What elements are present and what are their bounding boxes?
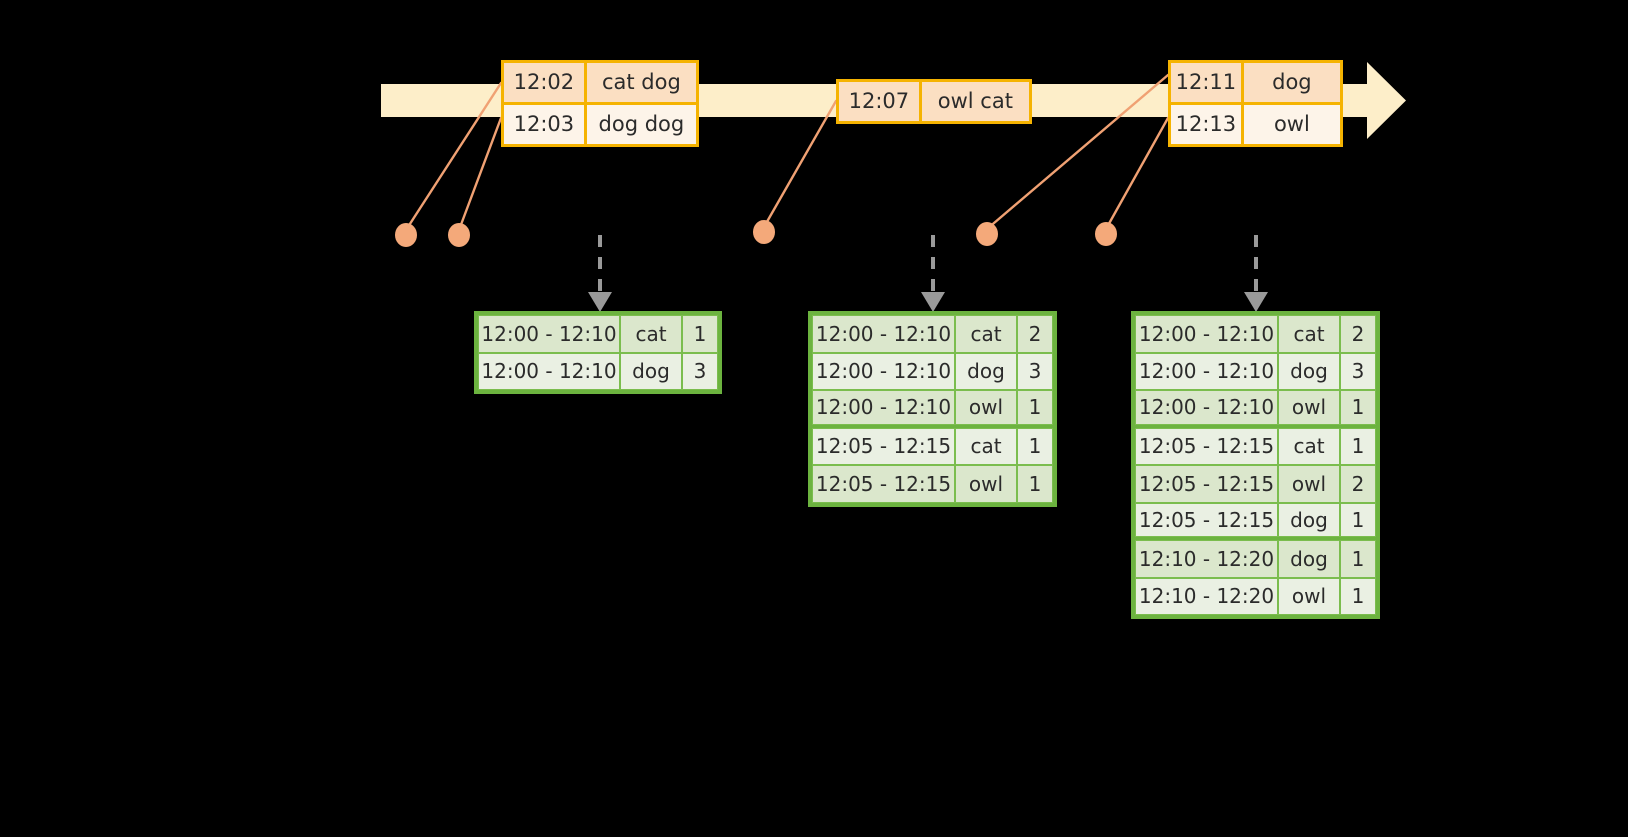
window-cell: 12:00 - 12:10 <box>812 315 955 353</box>
window-cell: 12:00 - 12:10 <box>812 390 955 425</box>
count-cell: 1 <box>1340 390 1376 425</box>
count-cell: 1 <box>1340 577 1376 615</box>
event-words: dog <box>1243 63 1340 102</box>
event-box-3: 12:11 dog 12:13 owl <box>1168 60 1343 147</box>
count-cell: 3 <box>1017 352 1053 390</box>
count-cell: 1 <box>1017 427 1053 465</box>
event-row: 12:11 dog <box>1171 63 1340 102</box>
count-cell: 1 <box>1340 427 1376 465</box>
key-cell: dog <box>1278 352 1340 390</box>
key-cell: dog <box>955 352 1017 390</box>
window-cell: 12:00 - 12:10 <box>478 352 620 390</box>
event-time: 12:03 <box>504 105 587 144</box>
event-time: 12:11 <box>1171 63 1244 102</box>
event-dot <box>448 223 470 247</box>
event-row: 12:13 owl <box>1171 102 1340 144</box>
count-cell: 2 <box>1340 465 1376 503</box>
count-cell: 1 <box>1017 390 1053 425</box>
window-cell: 12:05 - 12:15 <box>812 465 955 503</box>
event-time: 12:02 <box>504 63 587 102</box>
event-row: 12:03 dog dog <box>504 102 696 144</box>
count-cell: 1 <box>682 315 718 353</box>
event-row: 12:02 cat dog <box>504 63 696 102</box>
window-cell: 12:05 - 12:15 <box>812 427 955 465</box>
key-cell: cat <box>955 315 1017 353</box>
key-cell: cat <box>955 427 1017 465</box>
window-cell: 12:00 - 12:10 <box>478 315 620 353</box>
key-cell: owl <box>1278 465 1340 503</box>
window-cell: 12:05 - 12:15 <box>1135 465 1278 503</box>
key-cell: cat <box>620 315 682 353</box>
event-time: 12:13 <box>1171 105 1244 144</box>
count-cell: 1 <box>1017 465 1053 503</box>
window-cell: 12:00 - 12:10 <box>812 352 955 390</box>
count-cell: 2 <box>1017 315 1053 353</box>
key-cell: owl <box>1278 390 1340 425</box>
event-words: dog dog <box>586 105 696 144</box>
key-cell: owl <box>955 465 1017 503</box>
key-cell: cat <box>1278 315 1340 353</box>
key-cell: cat <box>1278 427 1340 465</box>
count-cell: 2 <box>1340 315 1376 353</box>
event-words: cat dog <box>586 63 696 102</box>
window-cell: 12:05 - 12:15 <box>1135 502 1278 537</box>
event-dot <box>1095 222 1117 246</box>
count-cell: 3 <box>1340 352 1376 390</box>
event-box-1: 12:02 cat dog 12:03 dog dog <box>501 60 699 147</box>
count-cell: 1 <box>1340 540 1376 578</box>
event-words: owl cat <box>921 82 1029 121</box>
event-row: 12:07 owl cat <box>839 82 1029 121</box>
count-cell: 1 <box>1340 502 1376 537</box>
window-cell: 12:00 - 12:10 <box>1135 352 1278 390</box>
key-cell: owl <box>1278 577 1340 615</box>
emit-arrows <box>588 235 1268 312</box>
key-cell: dog <box>1278 502 1340 537</box>
event-dot <box>395 223 417 247</box>
window-cell: 12:10 - 12:20 <box>1135 577 1278 615</box>
key-cell: dog <box>620 352 682 390</box>
window-cell: 12:10 - 12:20 <box>1135 540 1278 578</box>
key-cell: owl <box>955 390 1017 425</box>
window-cell: 12:00 - 12:10 <box>1135 315 1278 353</box>
event-dots <box>395 220 1117 247</box>
event-box-2: 12:07 owl cat <box>836 79 1032 124</box>
event-time: 12:07 <box>839 82 922 121</box>
event-words: owl <box>1243 105 1340 144</box>
event-dot <box>976 222 998 246</box>
key-cell: dog <box>1278 540 1340 578</box>
window-cell: 12:05 - 12:15 <box>1135 427 1278 465</box>
count-cell: 3 <box>682 352 718 390</box>
window-cell: 12:00 - 12:10 <box>1135 390 1278 425</box>
event-dot <box>753 220 775 244</box>
